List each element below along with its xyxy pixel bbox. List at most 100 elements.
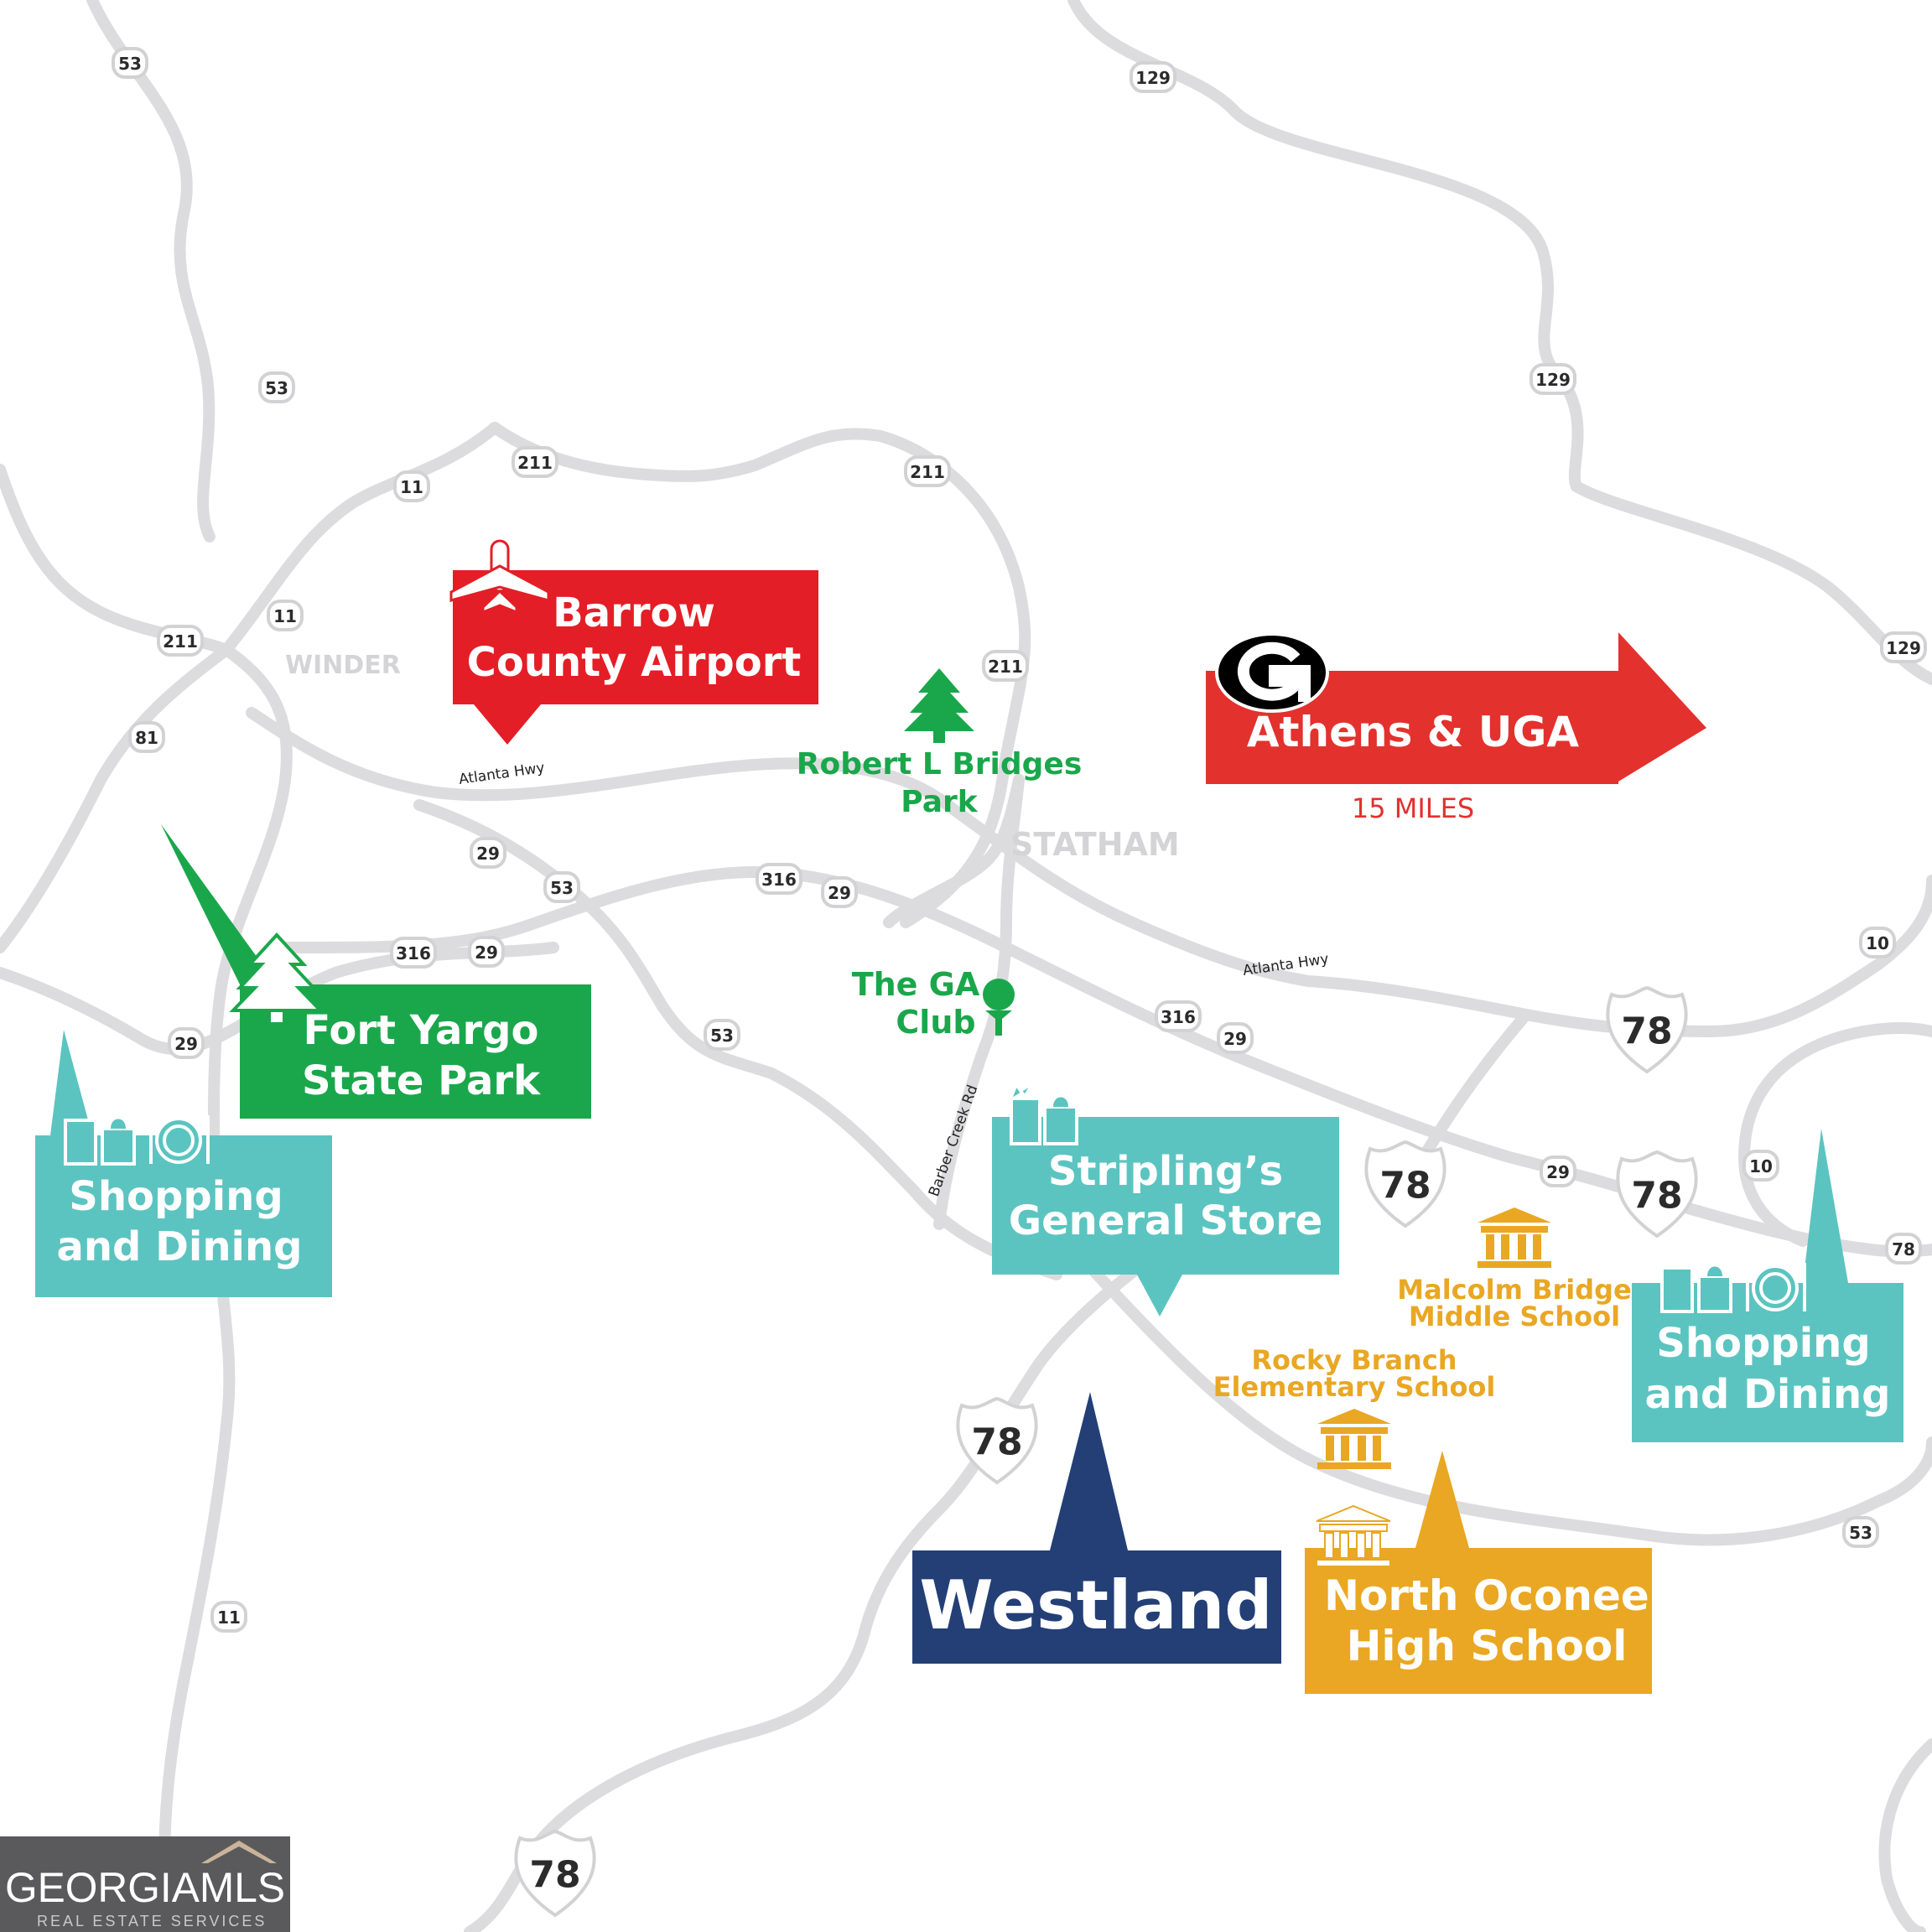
shop-left-line2: and Dining (56, 1223, 302, 1270)
school-icon (1478, 1208, 1551, 1268)
route-shield-number: 81 (135, 728, 158, 748)
route-shield-number: 211 (163, 631, 198, 652)
bridges-park-line1: Robert L Bridges (797, 747, 1083, 782)
route-shield-number: 10 (1749, 1156, 1773, 1176)
callout-barrow-county-airport[interactable]: Barrow County Airport (449, 539, 818, 745)
callout-fort-yargo-state-park[interactable]: Fort Yargo State Park (161, 824, 591, 1119)
tree-icon (904, 668, 974, 743)
shopping-bags-icon (1009, 1080, 1078, 1145)
road-atlanta-hwy-west (246, 707, 1314, 987)
route-shield-129: 129 (1880, 631, 1927, 663)
route-shield-53: 53 (543, 871, 580, 903)
route-shield-316: 316 (390, 937, 437, 969)
route-shield-number: 78 (529, 1854, 580, 1897)
route-shield-129: 129 (1530, 363, 1576, 395)
route-shield-211: 211 (904, 455, 951, 487)
route-shield-number: 29 (1223, 1029, 1247, 1049)
route-shield-number: 78 (1621, 1010, 1672, 1053)
route-shield-number: 211 (988, 657, 1023, 677)
fort-yargo-callout (161, 824, 591, 1119)
westland-callout (912, 1392, 1281, 1664)
athens-arrow (1206, 632, 1706, 784)
road-name-barber-creek: Barber Creek Rd (926, 1083, 982, 1198)
callout-shopping-dining-left[interactable]: Shopping and Dining (35, 1030, 332, 1297)
route-shield-78: 78 (1606, 985, 1688, 1074)
route-shield-number: 11 (273, 606, 297, 626)
callout-westland[interactable]: Westland (912, 1392, 1281, 1664)
route-shield-78: 78 (956, 1396, 1038, 1485)
fort-yargo-line1: Fort Yargo (304, 1007, 539, 1054)
tree-icon (229, 932, 325, 1026)
route-shield-number: 129 (1535, 370, 1571, 390)
road-53-north (86, 0, 216, 543)
golf-icon (983, 979, 1015, 1036)
route-shield-29: 29 (468, 936, 505, 968)
athens-distance: 15 MILES (1352, 792, 1474, 824)
callout-athens-uga[interactable]: Athens & UGA 15 MILES (1206, 632, 1706, 824)
route-shield-53: 53 (1842, 1516, 1879, 1548)
route-shield-78: 78 (514, 1829, 596, 1918)
route-shield-number: 53 (1849, 1523, 1872, 1543)
callout-the-ga-club[interactable]: The GA Club (852, 966, 1015, 1041)
route-shield-number: 53 (550, 878, 574, 898)
route-shield-number: 129 (1135, 68, 1171, 88)
road-211-west (0, 464, 232, 656)
route-shield-number: 29 (1546, 1162, 1570, 1182)
route-shield-78: 78 (1364, 1140, 1446, 1228)
route-shield-316: 316 (1155, 1000, 1202, 1032)
road-211-top (489, 422, 1031, 928)
route-shield-211: 211 (982, 650, 1029, 682)
rocky-line2: Elementary School (1213, 1371, 1496, 1403)
road-78-north (883, 774, 1025, 928)
airport-callout-box (453, 570, 818, 745)
route-shield-29: 29 (1540, 1156, 1576, 1187)
striplings-line2: General Store (1009, 1197, 1323, 1244)
athens-label: Athens & UGA (1247, 708, 1580, 756)
callout-robert-l-bridges-park[interactable]: Robert L Bridges Park (797, 668, 1083, 819)
route-shield-number: 78 (971, 1421, 1022, 1464)
road-53-south (1878, 1738, 1932, 1932)
callout-shopping-dining-right[interactable]: Shopping and Dining (1632, 1129, 1903, 1442)
route-shield-53: 53 (704, 1019, 740, 1051)
route-shield-number: 129 (1886, 638, 1921, 658)
callout-malcolm-bridge-middle-school[interactable]: Malcolm Bridge Middle School (1397, 1208, 1632, 1332)
route-shield-10: 10 (1859, 927, 1896, 958)
route-shield-number: 11 (400, 477, 423, 497)
route-shield-number: 53 (265, 378, 288, 398)
georgia-mls-logo: GEORGIAMLS REAL ESTATE SERVICES (0, 1836, 290, 1932)
route-shield-211: 211 (512, 446, 558, 478)
route-shield-53: 53 (112, 47, 148, 79)
ga-club-line1: The GA (852, 966, 980, 1003)
callout-rocky-branch-elementary[interactable]: Rocky Branch Elementary School (1213, 1344, 1496, 1469)
route-shield-81: 81 (128, 721, 165, 753)
route-shield-number: 211 (517, 453, 553, 473)
route-shield-number: 211 (910, 462, 945, 482)
route-shield-number: 11 (217, 1607, 241, 1628)
school-icon (1316, 1504, 1391, 1567)
logo-tagline: REAL ESTATE SERVICES (37, 1913, 267, 1929)
route-shield-number: 29 (476, 844, 500, 864)
road-11-winder (221, 422, 501, 656)
north-oconee-line1: North Oconee (1324, 1571, 1649, 1620)
route-shield-211: 211 (157, 625, 204, 657)
route-shield-number: 53 (118, 54, 142, 74)
airplane-icon (449, 539, 550, 615)
fort-yargo-line2: State Park (302, 1057, 541, 1104)
shopping-dining-icon (1660, 1263, 1806, 1313)
callout-striplings-general-store[interactable]: Stripling’s General Store (992, 1080, 1339, 1317)
route-shield-129: 129 (1130, 61, 1176, 93)
shopping-dining-icon (64, 1115, 210, 1166)
striplings-line1: Stripling’s (1048, 1148, 1283, 1195)
north-oconee-line2: High School (1347, 1622, 1628, 1670)
route-shield-number: 316 (1161, 1007, 1196, 1027)
route-shield-53: 53 (258, 371, 295, 403)
road-53-middle (413, 799, 1062, 1280)
route-shield-number: 78 (1892, 1239, 1915, 1259)
rocky-line1: Rocky Branch (1251, 1344, 1457, 1376)
callout-north-oconee-high-school[interactable]: North Oconee High School (1305, 1451, 1652, 1694)
road-78-main (464, 1235, 1180, 1932)
malcolm-line2: Middle School (1409, 1301, 1620, 1332)
north-oconee-callout (1305, 1451, 1652, 1694)
road-10-loop (1738, 1022, 1932, 1247)
